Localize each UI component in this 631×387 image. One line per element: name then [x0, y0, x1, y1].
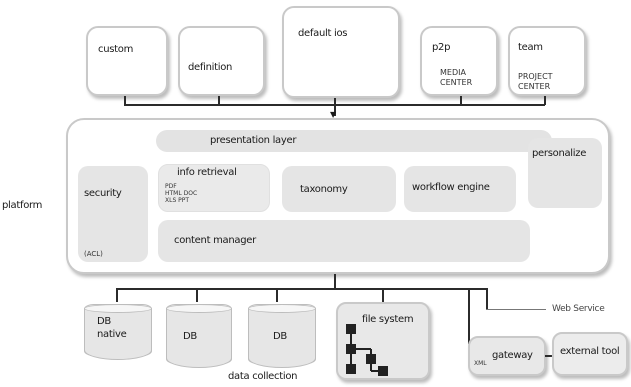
security-box: security (ACL) — [78, 166, 148, 262]
connector-media-center — [460, 96, 462, 105]
content-manager-label: content manager — [174, 235, 256, 246]
module-media-center: p2p MEDIA CENTER — [420, 26, 498, 96]
connector-to-bus — [334, 274, 336, 289]
connector-custom — [124, 96, 126, 105]
module-custom-label: custom — [98, 44, 134, 55]
module-custom: custom — [86, 26, 168, 96]
db2-label: DB — [183, 331, 197, 342]
content-manager-box: content manager — [158, 220, 530, 262]
file-system-box: file system — [336, 302, 430, 380]
gateway-label: gateway — [492, 350, 533, 361]
file-system-label: file system — [362, 314, 414, 325]
workflow-engine-box: workflow engine — [404, 166, 516, 212]
workflow-engine-label: workflow engine — [412, 182, 490, 193]
connector-definition — [218, 96, 220, 105]
module-project-center: team PROJECT CENTER — [508, 26, 586, 96]
web-service-label: Web Service — [552, 304, 605, 314]
gateway-box: XML gateway — [468, 336, 546, 376]
module-team-label: team — [518, 42, 543, 53]
personalize-box: personalize — [528, 138, 602, 208]
module-definition: definition — [178, 26, 265, 96]
presentation-layer-label: presentation layer — [210, 135, 297, 146]
module-definition-label: definition — [188, 62, 233, 73]
connector-bottom-bus — [116, 288, 486, 290]
security-label: security — [84, 188, 122, 199]
info-retrieval-label: info retrieval — [177, 167, 237, 178]
folder-tree-icon — [346, 324, 388, 376]
gateway-xml-label: XML — [474, 360, 487, 367]
connector-db2 — [196, 288, 198, 302]
data-collection-label: data collection — [228, 371, 298, 382]
module-media-center-label: MEDIA CENTER — [440, 68, 473, 87]
personalize-label: personalize — [532, 148, 587, 159]
external-tool-label: external tool — [560, 346, 620, 357]
info-retrieval-formats: PDF HTML DOC XLS PPT — [165, 183, 198, 204]
connector-to-platform — [334, 98, 336, 116]
module-default-ios-label: default ios — [298, 28, 348, 39]
connector-web-service-h — [486, 309, 546, 310]
taxonomy-label: taxonomy — [300, 184, 348, 195]
external-tool-box: external tool — [552, 332, 628, 376]
db-native-cylinder: DB native — [84, 304, 152, 360]
platform-label: platform — [2, 200, 43, 211]
module-p2p-label: p2p — [432, 42, 451, 53]
connector-gateway-external — [545, 355, 553, 357]
presentation-layer: presentation layer — [156, 130, 552, 152]
connector-db3 — [276, 288, 278, 302]
db3-label: DB — [273, 331, 287, 342]
security-acl-label: (ACL) — [84, 250, 103, 258]
db2-cylinder: DB — [166, 304, 232, 368]
db-native-label: DB native — [97, 316, 127, 340]
connector-db-native — [116, 288, 118, 302]
taxonomy-box: taxonomy — [282, 166, 396, 212]
module-project-center-label: PROJECT CENTER — [518, 72, 553, 91]
info-retrieval-box: info retrieval PDF HTML DOC XLS PPT — [158, 164, 270, 212]
module-default-ios: default ios — [282, 6, 400, 98]
db3-cylinder: DB — [248, 304, 316, 368]
connector-project-center — [544, 96, 546, 105]
connector-web-service-v — [486, 288, 488, 310]
connector-file-system — [382, 288, 384, 302]
connector-gateway — [468, 288, 470, 344]
platform-container: presentation layer personalize security … — [66, 118, 610, 274]
arrow-down-icon: ▼ — [330, 110, 337, 119]
